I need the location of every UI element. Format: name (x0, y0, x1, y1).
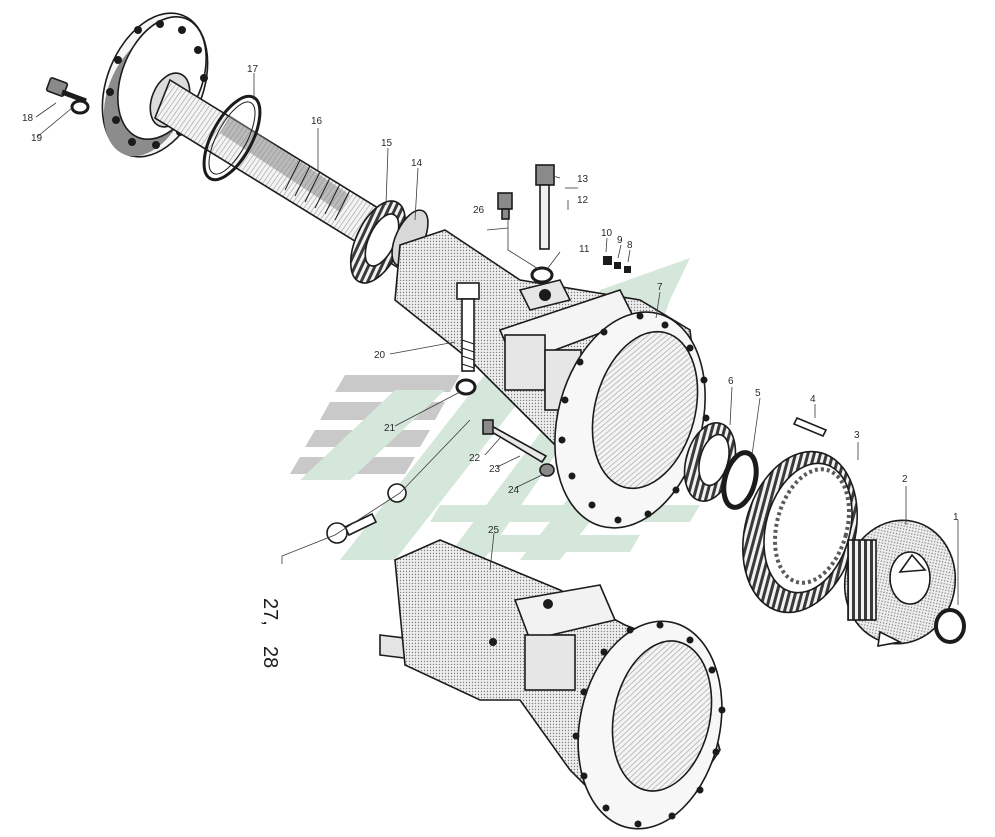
callout-1: 1 (953, 512, 959, 523)
callout-9: 9 (617, 235, 623, 246)
callout-27-28-line2: 28 (259, 646, 281, 668)
bolt-26 (497, 192, 513, 220)
ring-5 (721, 450, 759, 510)
bolt-13 (535, 164, 555, 250)
callout-22: 22 (469, 453, 481, 464)
callout-10: 10 (601, 228, 613, 239)
washer-11 (530, 266, 554, 284)
callout-7: 7 (657, 282, 663, 293)
callout-23: 23 (489, 464, 501, 475)
callout-2: 2 (902, 474, 908, 485)
callout-8: 8 (627, 240, 633, 251)
callout-18: 18 (22, 113, 34, 124)
bearing-15 (349, 200, 407, 284)
callout-14: 14 (411, 158, 423, 169)
ring-gear-3 (741, 450, 859, 614)
pin-4 (792, 416, 828, 438)
washer-19 (70, 99, 90, 115)
planet-carrier-2 (843, 519, 957, 647)
leader-lines (35, 73, 959, 605)
callout-12: 12 (577, 195, 589, 206)
callout-25: 25 (488, 525, 500, 536)
callout-26: 26 (473, 205, 485, 216)
small-parts-8-9-10 (603, 256, 631, 273)
callout-19: 19 (31, 133, 43, 144)
callout-5: 5 (755, 388, 761, 399)
callout-24: 24 (508, 485, 520, 496)
washer-21 (455, 378, 477, 396)
callout-13: 13 (577, 174, 589, 185)
bolt-22 (482, 419, 548, 464)
callout-6: 6 (728, 376, 734, 387)
bolt-18 (45, 77, 87, 104)
callout-20: 20 (374, 350, 386, 361)
bolt-20 (456, 282, 480, 372)
callout-4: 4 (810, 394, 816, 405)
washer-24 (539, 463, 555, 477)
callout-21: 21 (384, 423, 396, 434)
snap-ring-1 (934, 608, 966, 644)
callout-3: 3 (854, 430, 860, 441)
callout-11: 11 (579, 244, 590, 255)
callout-17: 17 (247, 64, 259, 75)
callout-labels: 1 2 3 4 5 6 7 8 9 10 11 12 13 14 15 16 1… (22, 64, 959, 668)
callout-15: 15 (381, 138, 393, 149)
axle-housing-lower (379, 539, 726, 830)
callout-16: 16 (311, 116, 323, 127)
callout-27-28-line1: 27, (259, 598, 281, 626)
